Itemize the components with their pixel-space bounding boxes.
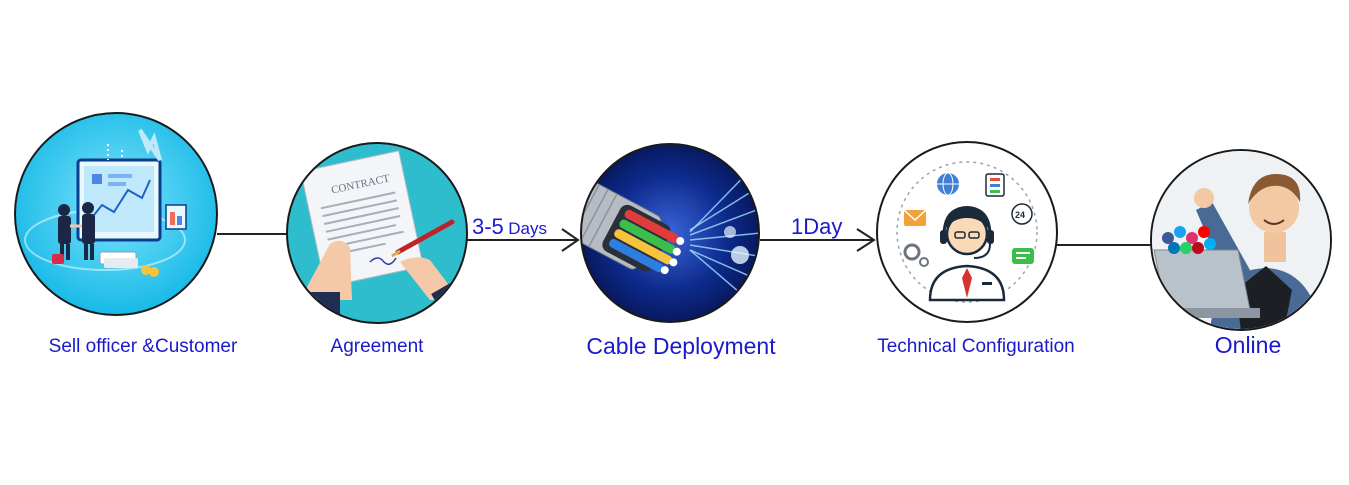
step-label-technical-configuration: Technical Configuration	[877, 336, 1075, 357]
duration-unit: Days	[508, 219, 547, 238]
step-label-sell-officer: Sell officer &Customer	[48, 336, 238, 357]
connector-3-arrow	[760, 228, 876, 252]
happy-user-laptop-icon	[1150, 149, 1332, 331]
duration-1-day: 1Day	[791, 214, 842, 240]
duration-number: 1	[791, 214, 804, 239]
fiber-cable-icon	[580, 143, 760, 323]
step-label-cable-deployment: Cable Deployment	[586, 333, 776, 359]
duration-unit: Day	[803, 214, 843, 239]
support-agent-icon: 24	[876, 141, 1058, 323]
duration-3-5-days: 3-5 Days	[472, 214, 547, 240]
duration-number: 3-5	[472, 214, 504, 239]
social-media-icons	[1162, 226, 1216, 254]
business-handshake-icon	[14, 112, 218, 316]
connector-2-arrow	[466, 228, 580, 252]
step-label-agreement: Agreement	[330, 336, 424, 357]
step-label-online: Online	[1214, 332, 1282, 358]
contract-signing-icon: CONTRACT	[286, 142, 468, 324]
support-24-badge: 24	[1015, 210, 1025, 220]
